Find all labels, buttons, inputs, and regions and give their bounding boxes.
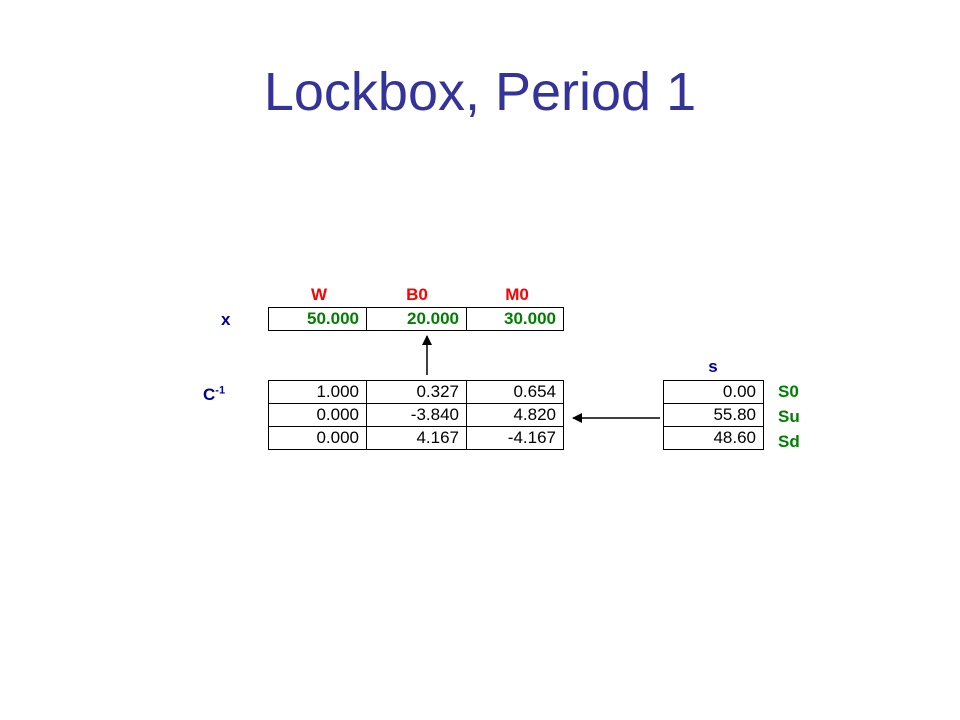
x-cell-b0: 20.000	[366, 307, 467, 331]
s-cell: 55.80	[663, 403, 764, 427]
s-label-sd: Sd	[778, 432, 800, 451]
table-row: 0.000 4.167 -4.167	[268, 426, 564, 450]
c-inverse-base: C	[203, 385, 216, 404]
c-inverse-cell: 0.000	[268, 426, 367, 450]
c-inverse-cell: 0.654	[466, 380, 564, 404]
table-row: 0.000 -3.840 4.820	[268, 403, 564, 427]
row-label-x: x	[221, 310, 231, 329]
c-inverse-cell: -4.167	[466, 426, 564, 450]
c-inverse-cell: 4.820	[466, 403, 564, 427]
header-w: W	[310, 285, 328, 304]
c-inverse-cell: 4.167	[366, 426, 467, 450]
header-m0: M0	[505, 285, 529, 304]
s-label-su: Su	[778, 407, 800, 426]
x-cell-w: 50.000	[268, 307, 367, 331]
s-vector-table: 0.00 55.80 48.60	[663, 380, 764, 450]
c-inverse-cell: 0.327	[366, 380, 467, 404]
c-inverse-table: 1.000 0.327 0.654 0.000 -3.840 4.820 0.0…	[268, 380, 564, 450]
header-s: s	[708, 357, 718, 376]
s-label-s0: S0	[778, 382, 799, 401]
header-b0: B0	[406, 285, 428, 304]
c-inverse-cell: 0.000	[268, 403, 367, 427]
slide-title: Lockbox, Period 1	[263, 62, 697, 122]
row-label-c-inverse: C-1	[203, 384, 225, 406]
c-inverse-exponent: -1	[215, 384, 226, 397]
c-inverse-cell: 1.000	[268, 380, 367, 404]
table-row: 1.000 0.327 0.654	[268, 380, 564, 404]
s-cell: 48.60	[663, 426, 764, 450]
table-row: 50.000 20.000 30.000	[268, 307, 564, 331]
c-inverse-cell: -3.840	[366, 403, 467, 427]
table-row: 55.80	[663, 403, 764, 427]
x-cell-m0: 30.000	[466, 307, 564, 331]
table-row: 0.00	[663, 380, 764, 404]
table-row: 48.60	[663, 426, 764, 450]
x-vector-table: 50.000 20.000 30.000	[268, 307, 564, 331]
s-cell: 0.00	[663, 380, 764, 404]
